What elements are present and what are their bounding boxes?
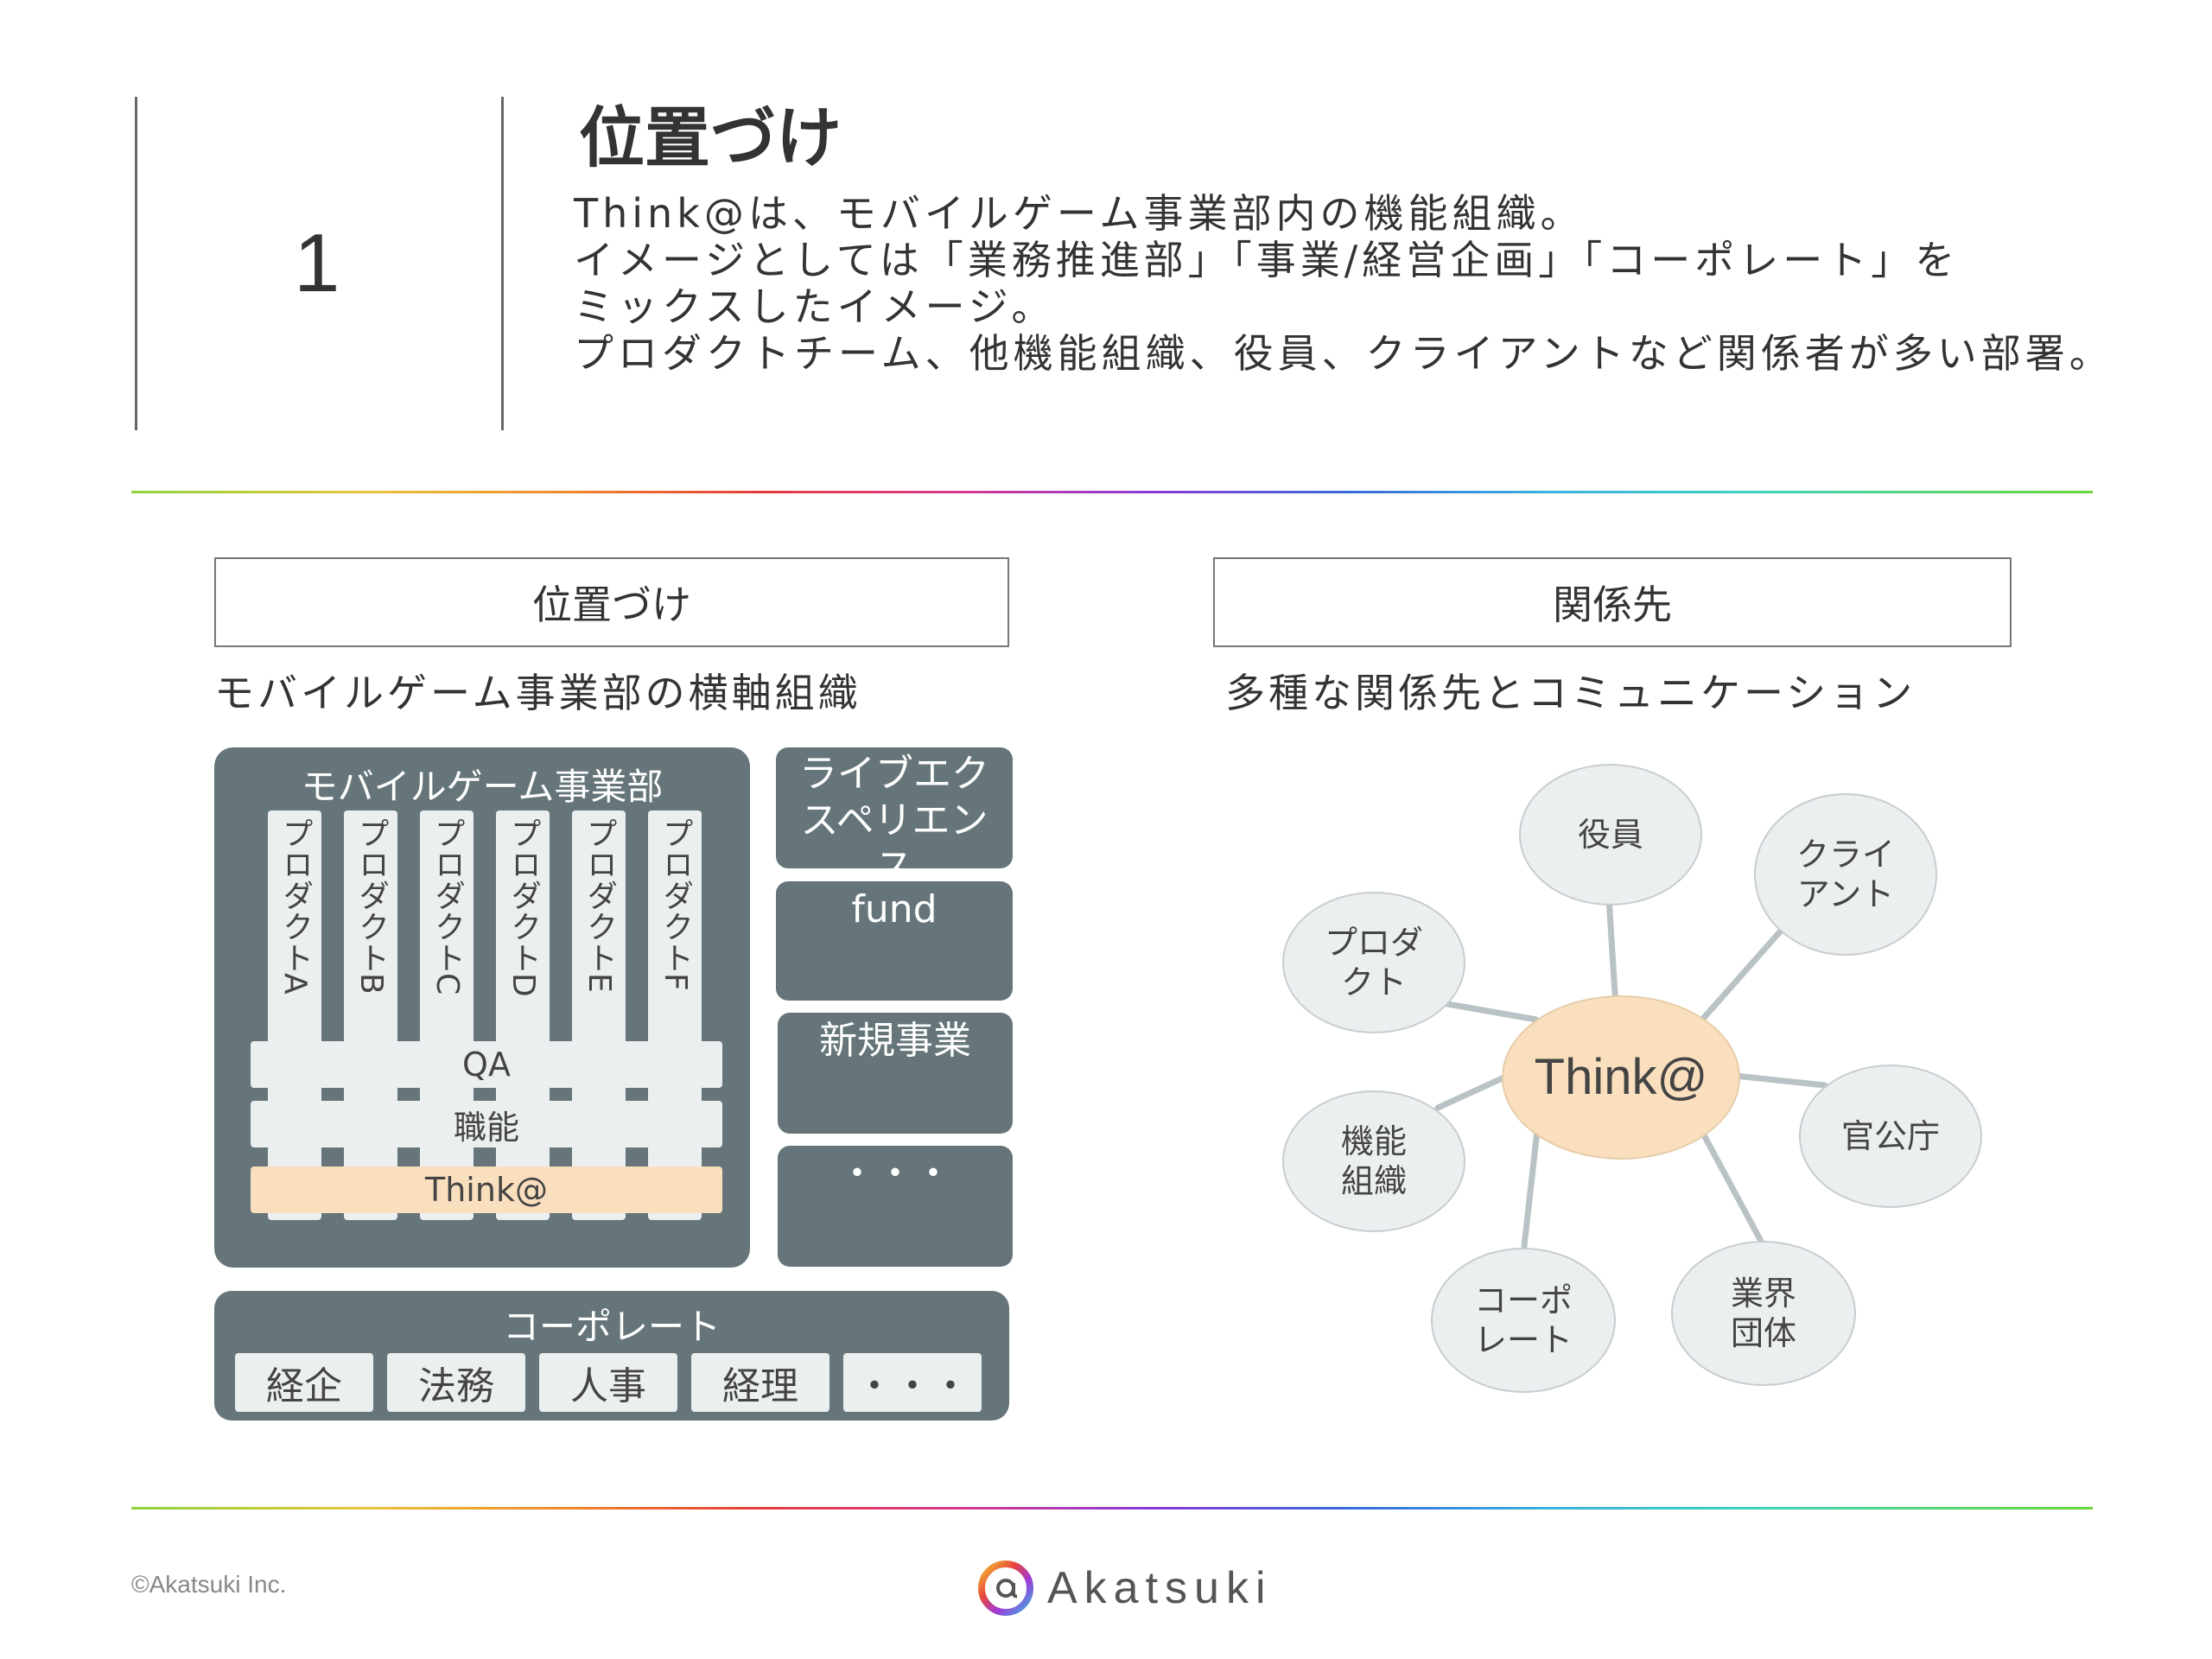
product-label: プロダクトA — [277, 817, 313, 995]
left-heading-box: 位置づけ — [214, 557, 1009, 647]
product-column: プロダクトB — [344, 810, 397, 1220]
node-clients: クライ アント — [1754, 793, 1937, 956]
node-products: プロダ クト — [1282, 892, 1465, 1033]
product-column: プロダクトD — [496, 810, 550, 1220]
qa-bar: QA — [251, 1041, 722, 1088]
corporate-item: 人事 — [539, 1353, 677, 1412]
right-heading-box: 関係先 — [1213, 557, 2012, 647]
bottom-divider — [131, 1507, 2093, 1510]
product-label: プロダクトF — [658, 817, 693, 991]
corporate-item: 経企 — [235, 1353, 373, 1412]
connector-line — [1521, 1120, 1541, 1249]
live-experience-box: ライブエクスペリエンス — [776, 747, 1013, 889]
fund-box: fund — [776, 881, 1013, 1001]
akatsuki-logo-icon — [978, 1560, 1033, 1616]
node-government: 官公庁 — [1799, 1065, 1982, 1208]
page-title: 位置づけ — [579, 99, 842, 176]
description: Think@は、モバイルゲーム事業部内の機能組織。 イメージとしては「業務推進部… — [574, 190, 2198, 377]
corporate-item: ・・・ — [843, 1353, 982, 1412]
new-business-label: 新規事業 — [819, 1019, 971, 1063]
think-at-bar: Think@ — [251, 1166, 722, 1213]
section-number: 1 — [294, 217, 340, 309]
new-business-box: 新規事業 — [778, 1013, 1013, 1134]
description-line: プロダクトチーム、他機能組織、役員、クライアントなど関係者が多い部署。 — [574, 330, 2113, 377]
node-functional-orgs: 機能 組織 — [1282, 1090, 1465, 1232]
product-column: プロダクトC — [420, 810, 474, 1220]
live-experience-label: ライブエクスペリエンス — [799, 752, 989, 889]
product-column: プロダクトF — [648, 810, 702, 1220]
connector-line — [1699, 926, 1785, 1023]
connector-line — [1434, 1072, 1511, 1111]
description-line: ミックスしたイメージ。 — [574, 283, 1056, 330]
product-label: プロダクトC — [429, 817, 465, 995]
node-corporate: コーポ レート — [1431, 1248, 1616, 1393]
top-divider — [131, 491, 2093, 493]
connector-line — [1434, 999, 1540, 1023]
description-line: イメージとしては「業務推進部」「事業/経営企画」「コーポレート」を — [574, 237, 1960, 283]
akatsuki-logo-text: Akatsuki — [1047, 1563, 1273, 1613]
node-executives: 役員 — [1519, 764, 1702, 906]
product-label: プロダクトE — [582, 817, 617, 993]
fund-label: fund — [851, 887, 938, 931]
left-subtitle: モバイルゲーム事業部の横軸組織 — [214, 670, 861, 716]
connector-line — [1699, 1128, 1766, 1248]
product-column: プロダクトA — [268, 810, 321, 1220]
connector-line — [1605, 895, 1619, 1010]
division-title: モバイルゲーム事業部 — [301, 766, 664, 808]
node-industry-groups: 業界 団体 — [1671, 1241, 1856, 1386]
header-left-line — [135, 97, 137, 430]
other-box: ・・・ — [778, 1146, 1013, 1267]
corporate-item: 法務 — [387, 1353, 525, 1412]
product-label: プロダクトD — [505, 817, 541, 997]
center-think-at-node: Think@ — [1502, 995, 1740, 1160]
skill-bar: 職能 — [251, 1101, 722, 1147]
other-label: ・・・ — [838, 1152, 952, 1196]
product-column: プロダクトE — [572, 810, 626, 1220]
description-line: Think@は、モバイルゲーム事業部内の機能組織。 — [574, 190, 1585, 237]
connector-line — [1732, 1072, 1828, 1089]
corporate-title: コーポレート — [502, 1306, 721, 1348]
right-subtitle: 多種な関係先とコミュニケーション — [1225, 670, 1916, 716]
corporate-item: 経理 — [691, 1353, 830, 1412]
header-divider-line — [501, 97, 504, 430]
copyright: ©Akatsuki Inc. — [131, 1571, 287, 1598]
product-label: プロダクトB — [353, 817, 389, 995]
